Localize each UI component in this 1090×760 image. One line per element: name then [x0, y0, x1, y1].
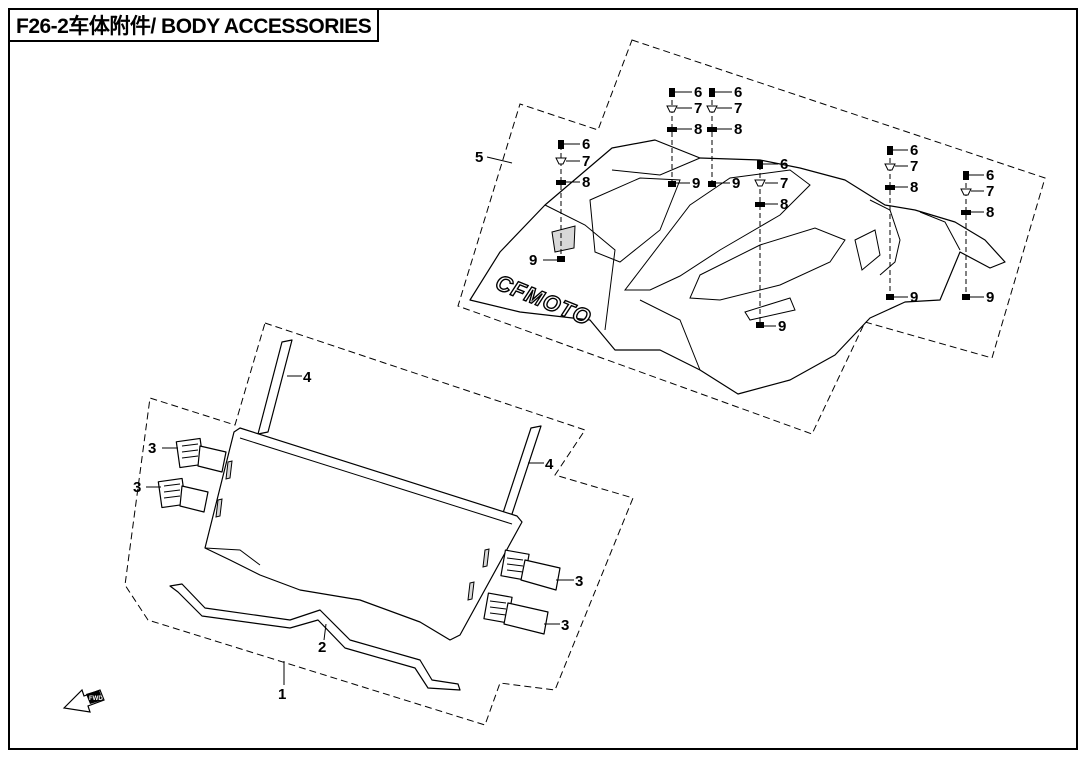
callout-8: 8	[694, 121, 702, 138]
callout-6: 6	[780, 156, 788, 173]
clip-icon	[556, 180, 566, 185]
screw-icon	[669, 88, 675, 97]
washer-icon	[555, 157, 567, 165]
callout-6: 6	[694, 84, 702, 101]
callout-9: 9	[529, 252, 537, 269]
screw-icon	[757, 160, 763, 169]
callout-3: 3	[148, 440, 156, 457]
callout-7: 7	[910, 158, 918, 175]
callout-9: 9	[986, 289, 994, 306]
seal-strip-part-4-right	[501, 425, 542, 517]
washer-icon	[666, 105, 678, 113]
clip-icon	[667, 127, 677, 132]
screw-icon	[887, 146, 893, 155]
fwd-text: FWD	[89, 696, 103, 702]
callout-6: 6	[986, 167, 994, 184]
screw-icon	[709, 88, 715, 97]
page-title: F26-2车体附件/ BODY ACCESSORIES	[16, 15, 372, 38]
callout-8: 8	[986, 204, 994, 221]
clip-icon	[755, 202, 765, 207]
screw-icon	[558, 140, 564, 149]
seal-strip-part-4-left	[257, 339, 293, 435]
nut-icon	[756, 322, 764, 328]
fastener-stack-f	[960, 171, 972, 300]
callout-5: 5	[475, 149, 483, 166]
latch-part-3-b	[157, 477, 209, 513]
callout-9: 9	[692, 175, 700, 192]
callout-7: 7	[986, 183, 994, 200]
washer-icon	[754, 179, 766, 187]
callout-3: 3	[133, 479, 141, 496]
callout-8: 8	[780, 196, 788, 213]
drawing-frame	[8, 8, 1078, 750]
callout-6: 6	[582, 136, 590, 153]
fastener-stack-d	[754, 160, 766, 328]
nut-icon	[962, 294, 970, 300]
cowl-group-boundary	[457, 39, 1046, 435]
callout-4: 4	[303, 369, 312, 386]
fastener-stack-b	[666, 88, 678, 187]
latch-part-3-c	[500, 549, 561, 591]
callout-8: 8	[734, 121, 742, 138]
clip-icon	[885, 185, 895, 190]
fastener-stack-a	[555, 140, 567, 262]
callout-8: 8	[582, 174, 590, 191]
callout-3: 3	[575, 573, 583, 590]
callout-9: 9	[732, 175, 740, 192]
fastener-stack-c	[706, 88, 718, 187]
callout-1: 1	[278, 686, 286, 703]
washer-icon	[884, 163, 896, 171]
windshield-panel	[204, 427, 523, 641]
callout-4: 4	[545, 456, 554, 473]
callout-7: 7	[734, 100, 742, 117]
callout-3: 3	[561, 617, 569, 634]
callout-7: 7	[780, 175, 788, 192]
callout-9: 9	[778, 318, 786, 335]
latch-part-3-a	[175, 437, 227, 473]
callout-7: 7	[694, 100, 702, 117]
latch-part-3-d	[483, 592, 549, 635]
bracket-rod-part-2	[169, 583, 461, 691]
callout-7: 7	[582, 153, 590, 170]
callout-2: 2	[318, 639, 326, 656]
fastener-stack-e	[884, 146, 896, 300]
washer-icon	[960, 188, 972, 196]
clip-icon	[961, 210, 971, 215]
title-box: F26-2车体附件/ BODY ACCESSORIES	[8, 8, 380, 42]
clip-icon	[707, 127, 717, 132]
nut-icon	[886, 294, 894, 300]
leader-5	[486, 156, 513, 164]
screw-icon	[963, 171, 969, 180]
windshield-group-boundary	[124, 322, 634, 726]
callout-9: 9	[910, 289, 918, 306]
callout-8: 8	[910, 179, 918, 196]
fwd-arrow-icon: FWD	[62, 688, 105, 713]
callout-6: 6	[734, 84, 742, 101]
nut-icon	[668, 181, 676, 187]
callout-6: 6	[910, 142, 918, 159]
nut-icon	[708, 181, 716, 187]
nut-icon	[557, 256, 565, 262]
washer-icon	[706, 105, 718, 113]
